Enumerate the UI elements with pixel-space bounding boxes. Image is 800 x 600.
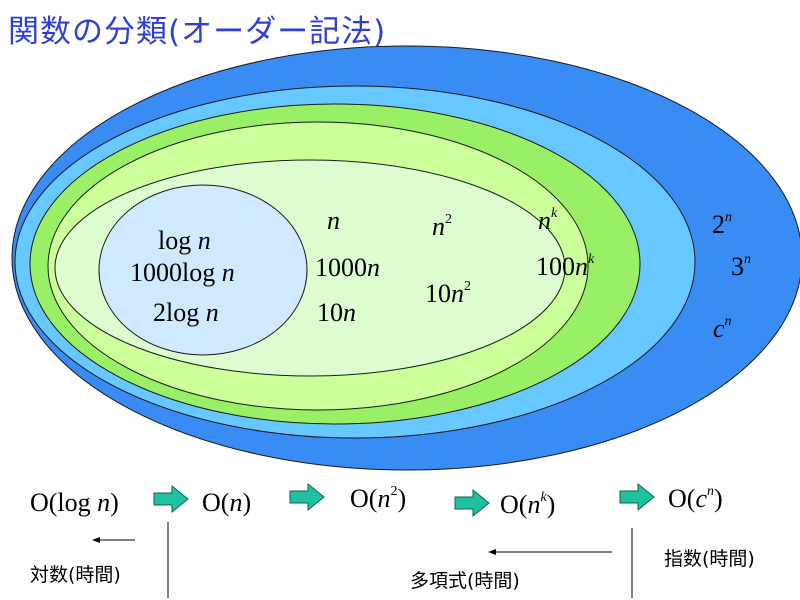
order-arrow-3 xyxy=(454,488,490,518)
nested-ellipses xyxy=(11,45,800,471)
term-100n-k: 100nk xyxy=(536,252,595,281)
order-arrows xyxy=(153,482,655,518)
order-log-n: O(log n) xyxy=(30,488,119,517)
term-2-pow-n: 2n xyxy=(712,210,732,239)
order-arrow-4 xyxy=(619,482,655,512)
term-10n-squared: 10n2 xyxy=(425,279,471,308)
caption-logarithmic: 対数(時間) xyxy=(30,564,121,586)
caption-exponential: 指数(時間) xyxy=(664,548,755,570)
region-logarithmic xyxy=(98,184,308,356)
order-n: O(n) xyxy=(202,488,252,517)
term-n: n xyxy=(327,206,340,235)
order-arrow-2 xyxy=(289,482,325,512)
arrow-poly-head xyxy=(488,549,496,555)
arrow-log-head xyxy=(92,537,100,543)
term-1000n: 1000n xyxy=(315,253,380,282)
term-c-pow-n: cn xyxy=(713,314,732,343)
caption-polynomial: 多項式(時間) xyxy=(410,570,520,592)
order-arrow-1 xyxy=(153,484,189,514)
term-3-pow-n: 3n xyxy=(731,252,751,281)
page-title: 関数の分類(オーダー記法) xyxy=(8,14,387,50)
order-c-pow-n: O(cn) xyxy=(668,484,723,513)
order-n-k: O(nk) xyxy=(500,490,556,519)
term-1000-log-n: 1000log n xyxy=(130,258,235,287)
guide-lines xyxy=(92,522,633,598)
term-10n: 10n xyxy=(317,298,356,327)
term-2-log-n: 2log n xyxy=(153,298,219,327)
order-n-squared: O(n2) xyxy=(350,484,407,513)
term-n-squared: n2 xyxy=(432,212,452,241)
term-log-n: log n xyxy=(158,226,211,255)
term-n-k: nk xyxy=(538,206,558,235)
